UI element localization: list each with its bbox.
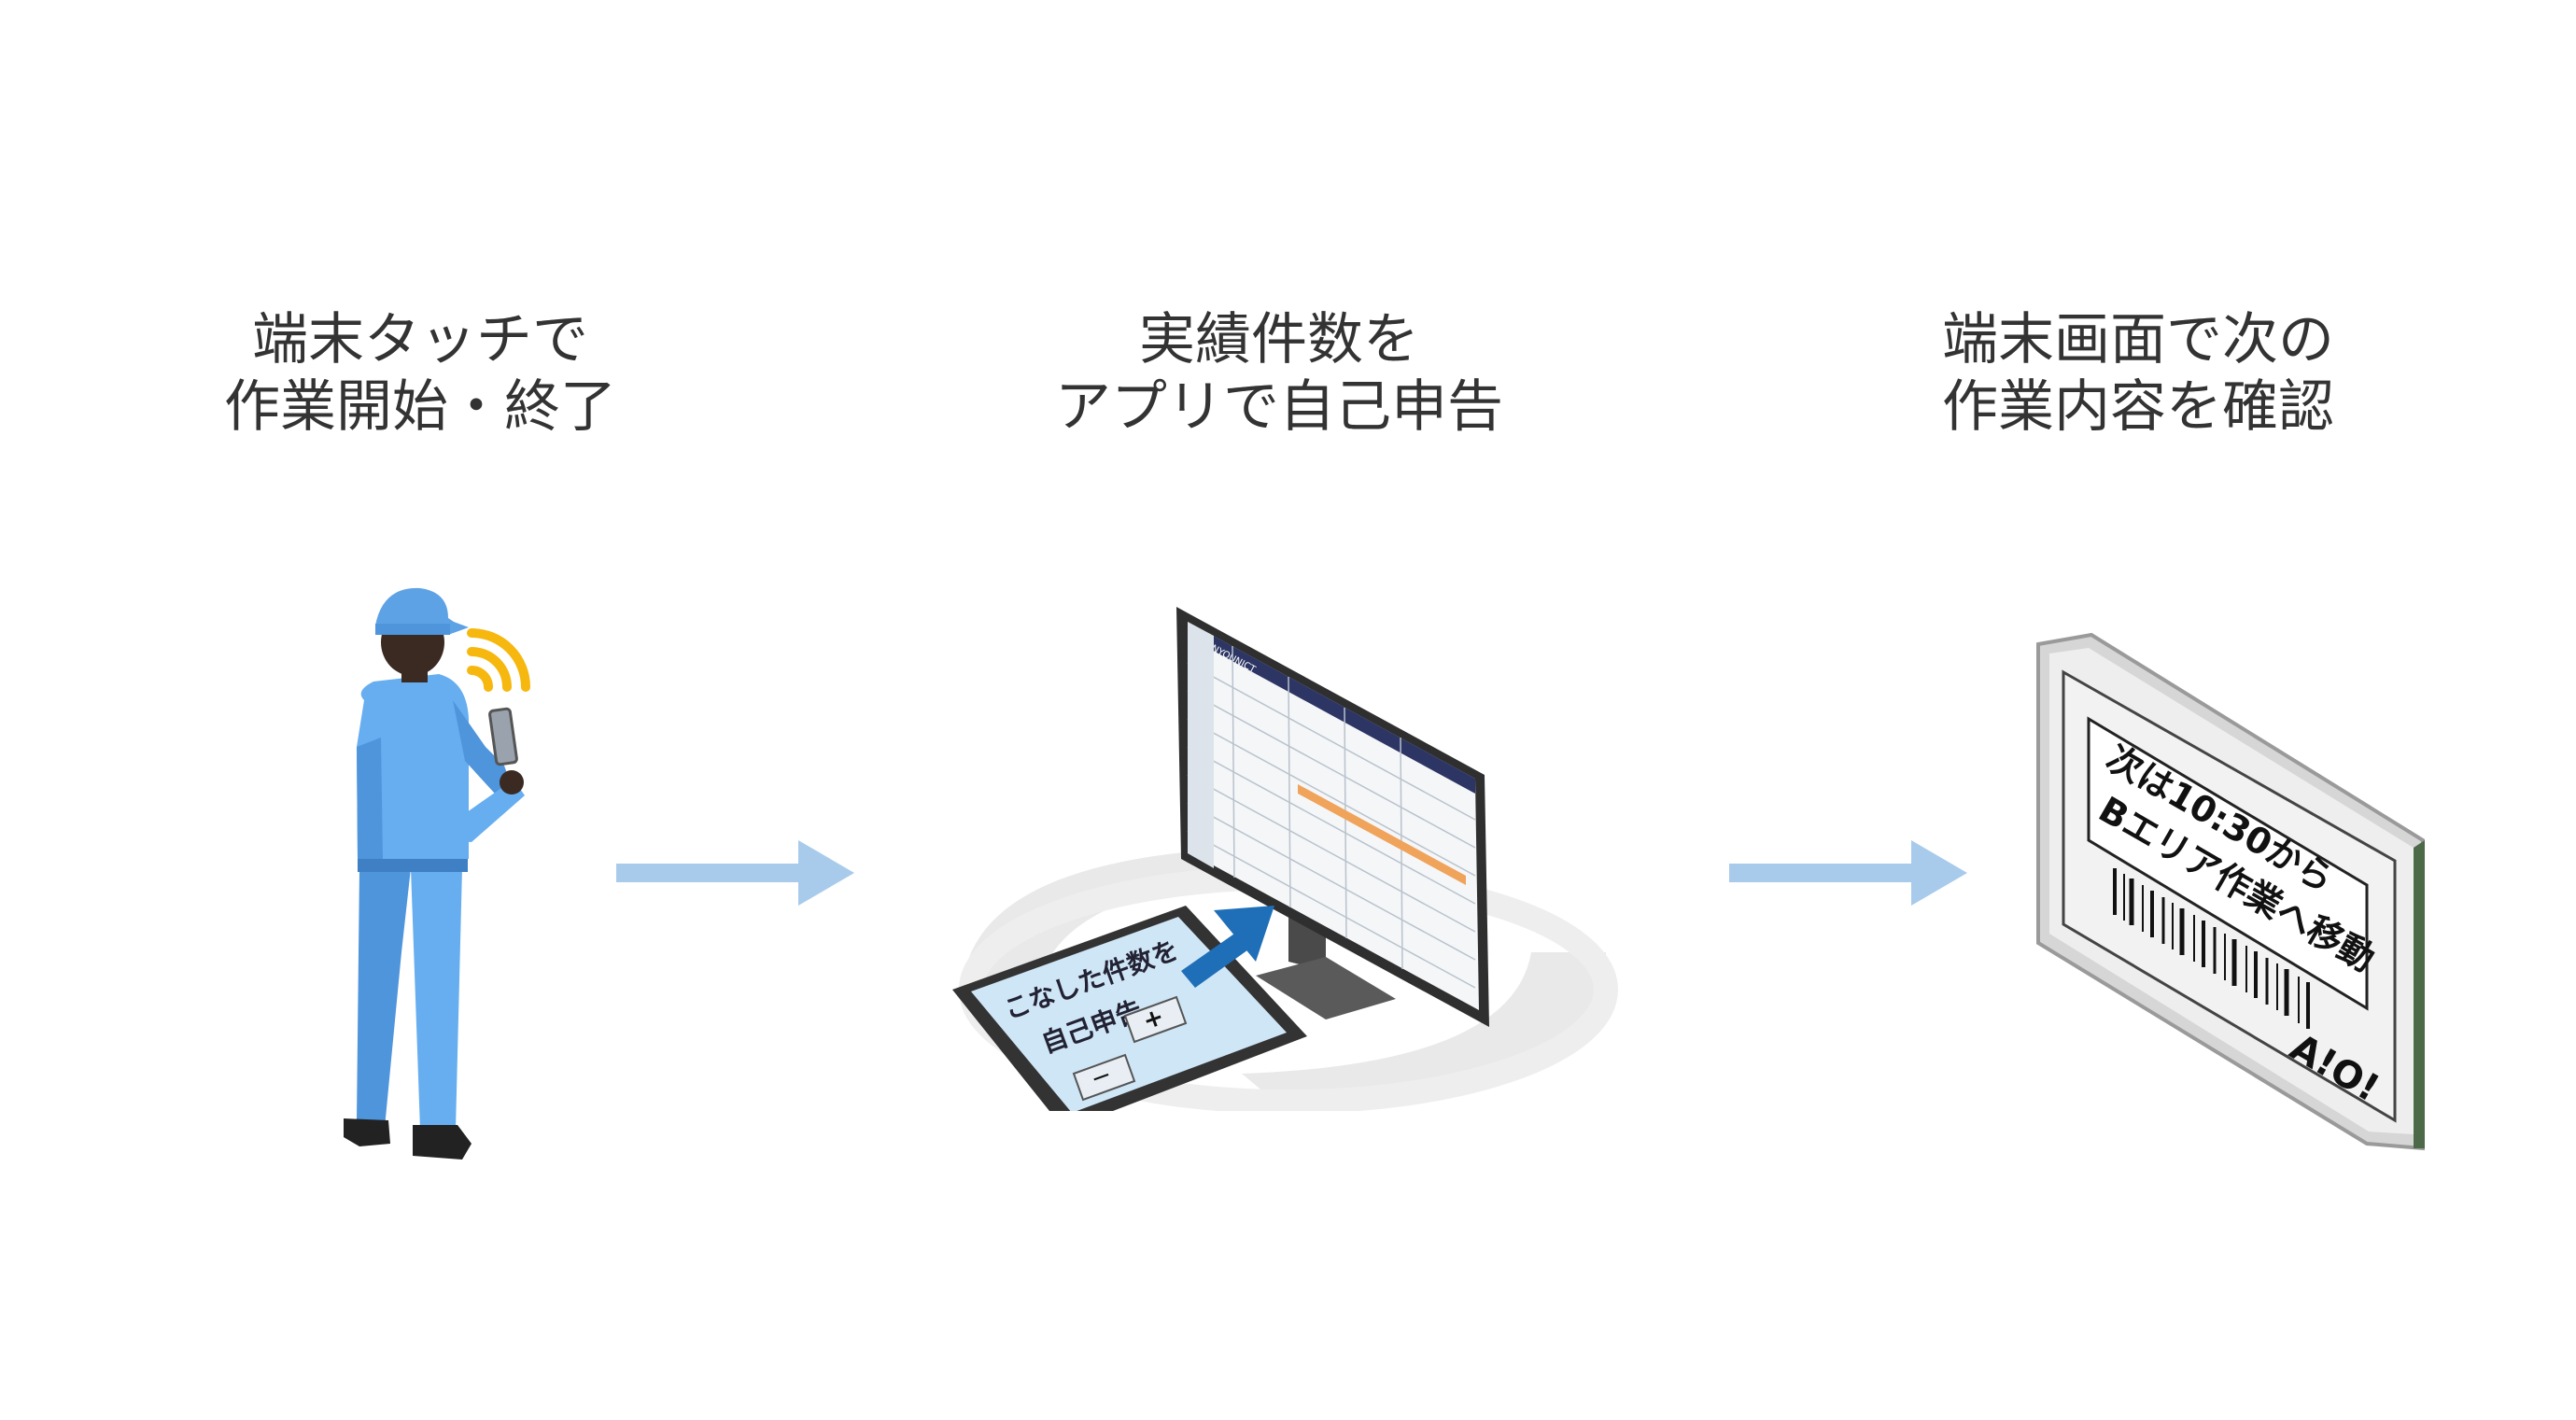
monitor-tablet-illustration: SANYOUNICT こなした件数を 自己申告 − + <box>952 607 1618 1111</box>
step-2-line1: 実績件数を <box>1139 307 1419 373</box>
eink-display-illustration: 次は10:30から Bエリア作業へ移動 A!O! <box>2036 632 2425 1151</box>
step-1-line1: 端末タッチで <box>252 307 588 373</box>
step-3-line2: 作業内容を確認 <box>1942 374 2334 440</box>
worker-illustration <box>344 587 530 1160</box>
flow-arrow-2 <box>1729 840 1967 906</box>
upload-arrow-icon <box>1181 906 1274 988</box>
step-1-line2: 作業開始・終了 <box>224 374 616 440</box>
barcode-icon <box>2113 868 2310 1029</box>
wireless-signal-icon <box>467 628 530 692</box>
step-2-line2: アプリで自己申告 <box>1055 374 1503 440</box>
step-1-title: 端末タッチで 作業開始・終了 <box>93 306 747 441</box>
tablet-minus-button: − <box>1072 1053 1136 1102</box>
step-3-title: 端末画面で次の 作業内容を確認 <box>1811 306 2465 441</box>
step-2-title: 実績件数を アプリで自己申告 <box>952 306 1606 441</box>
step-3-line1: 端末画面で次の <box>1942 307 2334 373</box>
flow-arrow-1 <box>616 840 854 906</box>
tablet-plus-button: + <box>1123 995 1188 1044</box>
